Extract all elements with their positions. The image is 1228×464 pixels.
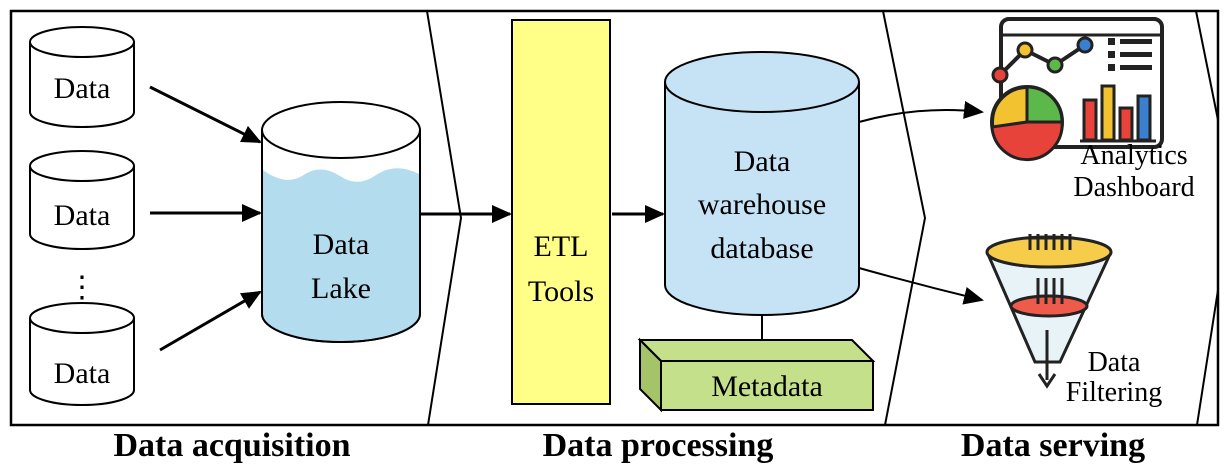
- stage-divider-2: [882, 10, 927, 426]
- metadata-front-face: [660, 360, 874, 411]
- stage-label-serving: Data serving: [961, 427, 1145, 464]
- data-source-label: Data: [54, 72, 111, 105]
- arrow-source3-to-lake: [159, 290, 262, 352]
- stage-label-acquisition: Data acquisition: [113, 427, 350, 464]
- metadata-top-face: [637, 339, 876, 362]
- etl-label-line1: ETL: [534, 230, 589, 263]
- analytics-dashboard-icon: [990, 17, 1164, 162]
- warehouse-label-line3: database: [710, 232, 813, 265]
- lake-label-line1: Data: [313, 228, 370, 261]
- metadata-label: Metadata: [711, 370, 823, 403]
- filtering-label-line1: Data: [1088, 347, 1141, 378]
- lake-top: [261, 101, 421, 159]
- dashboard-label-line2: Dashboard: [1073, 172, 1194, 203]
- lake-water: [263, 168, 419, 341]
- diagram-frame: [9, 9, 1220, 427]
- stage-label-processing: Data processing: [543, 427, 774, 464]
- data-filtering-funnel-icon: [985, 234, 1113, 389]
- data-source-3: Data: [29, 302, 135, 406]
- data-source-label: Data: [54, 357, 111, 390]
- warehouse-top: [664, 51, 860, 113]
- arrow-source1-to-lake: [149, 85, 262, 144]
- data-source-2: Data: [29, 150, 135, 250]
- sources-ellipsis: ⋮: [67, 271, 97, 304]
- funnel-mid-filter: [1009, 294, 1089, 318]
- data-lake: Data Lake: [261, 101, 421, 343]
- arrow-warehouse-to-filtering: [858, 267, 984, 305]
- etl-tools-box: [511, 19, 611, 405]
- warehouse-label-line2: warehouse: [698, 188, 826, 221]
- metadata-box: Metadata: [637, 337, 876, 413]
- stage-divider-4: [1196, 289, 1219, 426]
- warehouse-label-line1: Data: [734, 145, 791, 178]
- data-warehouse: Data warehouse database: [664, 51, 860, 316]
- filtering-label-line2: Filtering: [1066, 377, 1162, 408]
- data-source-label: Data: [54, 199, 111, 232]
- data-source-1: Data: [29, 26, 135, 128]
- arrow-warehouse-to-dashboard: [858, 101, 984, 123]
- funnel-top: [985, 235, 1113, 269]
- lake-label-line2: Lake: [311, 272, 371, 305]
- dashboard-label-line1: Analytics: [1080, 140, 1187, 171]
- etl-label-line2: Tools: [528, 275, 594, 308]
- stage-divider-1: [426, 10, 463, 426]
- stage-divider-3: [1195, 10, 1219, 121]
